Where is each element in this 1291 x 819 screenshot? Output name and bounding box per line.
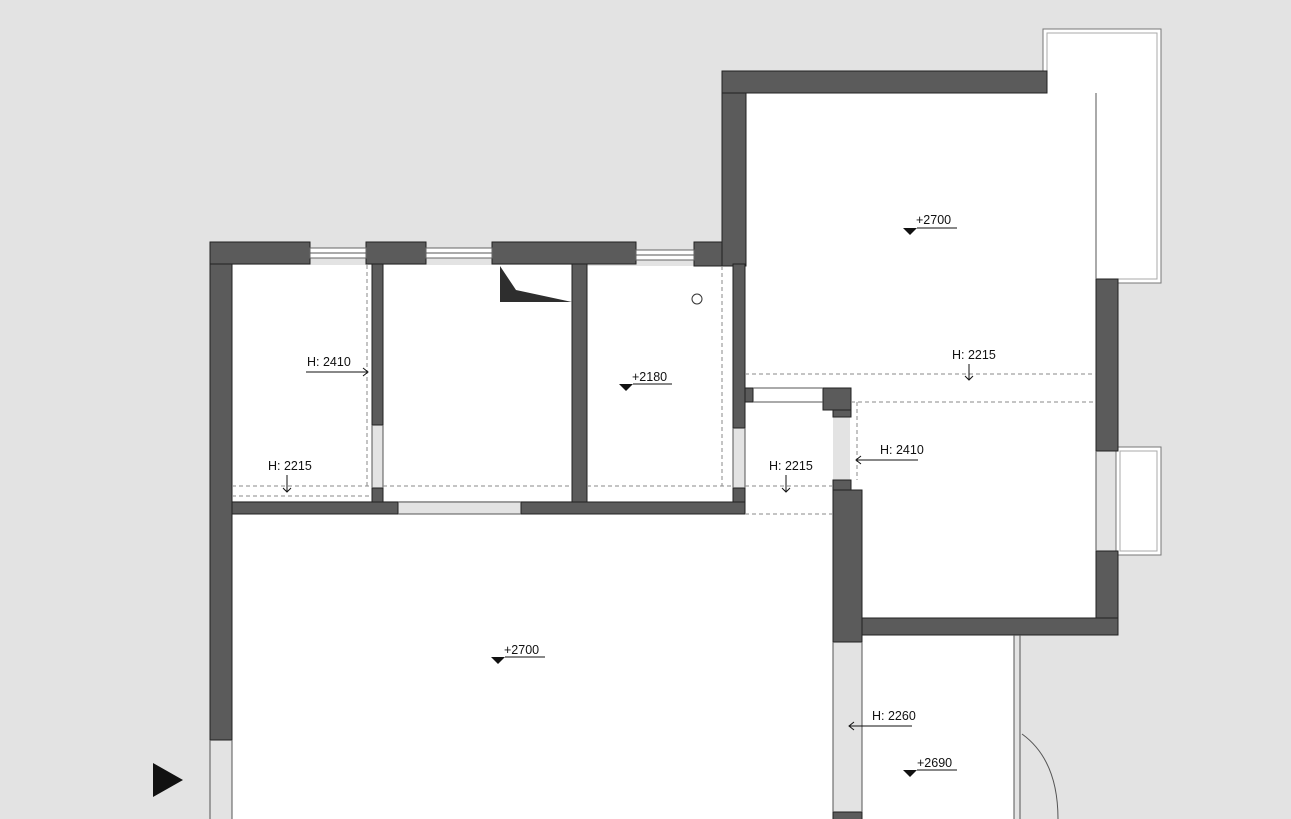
level-main-room-text: +2700 [504, 643, 539, 657]
height-right-band-text: H: 2215 [952, 348, 996, 362]
fixtures [500, 266, 703, 305]
height-mark-corridor-floor: H: 2215 [769, 459, 813, 493]
balcony-mid-right [1115, 446, 1162, 556]
height-corridor-floor-text: H: 2215 [769, 459, 813, 473]
level-marker-bottom-right: +2690 [903, 756, 957, 777]
corner-fixture [500, 266, 572, 302]
round-fixture [691, 293, 703, 305]
level-top-right-text: +2700 [916, 213, 951, 227]
height-mark-left-floor: H: 2215 [268, 459, 312, 493]
height-corridor-wall-text: H: 2410 [880, 443, 924, 457]
level-bottom-right-text: +2690 [917, 756, 952, 770]
room-floors [232, 93, 1096, 819]
height-mark-bottom-right: H: 2260 [848, 709, 916, 731]
height-bottom-right-text: H: 2260 [872, 709, 916, 723]
height-left-floor-text: H: 2215 [268, 459, 312, 473]
walls [209, 70, 1119, 819]
play-triangle-icon[interactable] [153, 763, 183, 797]
height-mark-right-band: H: 2215 [952, 348, 996, 381]
dashed-lines [232, 265, 1096, 515]
windows [209, 93, 1097, 819]
height-mark-left-wall: H: 2410 [306, 355, 369, 377]
level-marker-main-room: +2700 [491, 643, 545, 664]
level-marker-top-right: +2700 [903, 213, 957, 235]
level-small-room-text: +2180 [632, 370, 667, 384]
height-left-wall-text: H: 2410 [307, 355, 351, 369]
level-marker-small-room: +2180 [619, 370, 672, 391]
height-mark-corridor-wall: H: 2410 [855, 443, 924, 465]
